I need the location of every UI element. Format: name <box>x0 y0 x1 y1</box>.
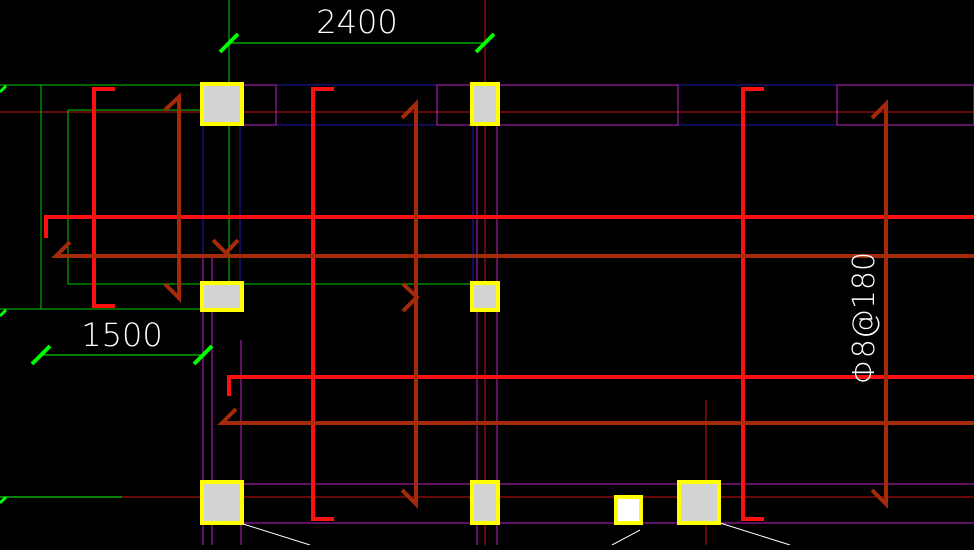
rebar-spec-label: Φ8@180 <box>847 252 882 384</box>
column <box>677 480 721 525</box>
column <box>614 495 643 525</box>
rebar <box>92 87 115 308</box>
column <box>200 281 244 312</box>
bottom-guides <box>239 522 791 546</box>
dimension-label: 1500 <box>81 316 162 354</box>
column <box>470 82 500 126</box>
rebar <box>211 238 240 256</box>
column <box>470 480 500 525</box>
rebar <box>163 92 181 303</box>
red-rebars <box>44 87 974 521</box>
rebar <box>51 240 974 258</box>
rebar <box>44 215 974 238</box>
column <box>470 281 500 312</box>
rebar <box>227 375 974 396</box>
dimension-1500: 1500 <box>30 316 214 366</box>
rebar <box>870 99 888 509</box>
brown-rebars <box>51 92 974 509</box>
dimension-label: 2400 <box>316 3 397 41</box>
edge-markers <box>0 84 8 505</box>
rebar <box>401 282 420 313</box>
column <box>200 82 244 126</box>
rebar <box>400 99 418 509</box>
rebar <box>217 407 974 425</box>
columns <box>200 82 721 525</box>
column <box>200 480 244 525</box>
rebar <box>741 87 764 521</box>
rebar <box>311 87 334 521</box>
dimension-2400: 2400 <box>218 3 496 54</box>
